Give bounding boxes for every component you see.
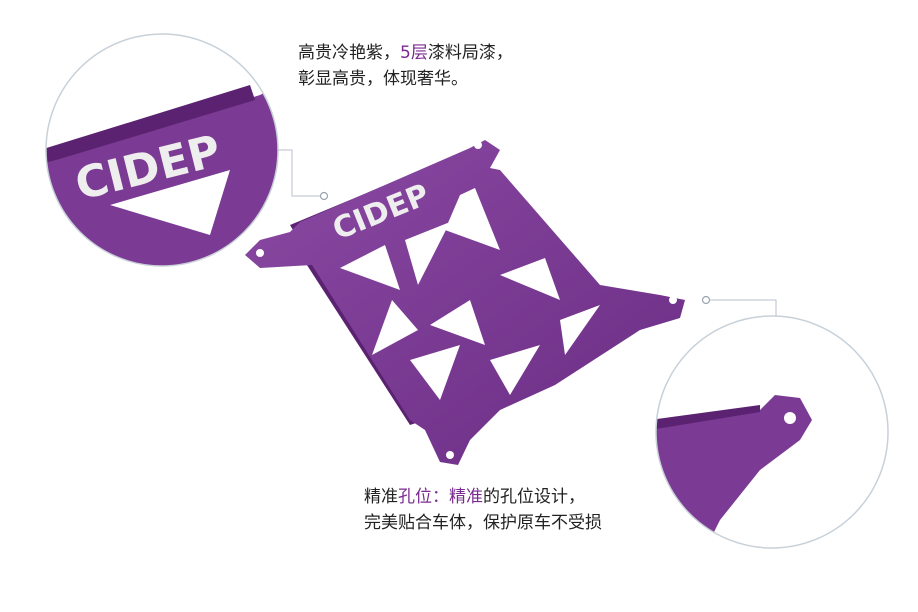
callout-line-top <box>278 149 320 197</box>
strut-bar-bracket: CIDEP <box>245 140 685 465</box>
bracket-holes <box>256 141 677 459</box>
caption-precise-holes: 精准孔位：精准的孔位设计， 完美贴合车体，保护原车不受损 <box>364 484 602 536</box>
caption-text: 完美贴合车体，保护原车不受损 <box>364 513 602 533</box>
callout-line-right <box>710 299 777 316</box>
caption-text: 的孔位设计， <box>483 487 585 507</box>
bracket-plate <box>245 140 685 465</box>
caption-text: 漆料局漆， <box>427 43 513 63</box>
mount-hole-closeup-circle <box>655 315 889 549</box>
callout-dot <box>701 295 711 305</box>
logo-closeup-circle: CIDEP <box>45 33 279 267</box>
caption-paint-finish: 高贵冷艳紫，5层漆料局漆， 彰显高贵，体现奢华。 <box>298 40 513 92</box>
caption-text: 高贵冷艳紫， <box>298 43 400 63</box>
caption-highlight: 孔位：精准 <box>398 487 483 507</box>
caption-text: 彰显高贵，体现奢华。 <box>298 69 468 89</box>
caption-highlight: 5层 <box>400 43 428 63</box>
caption-text: 精准 <box>364 487 398 507</box>
callout-dot <box>319 191 329 201</box>
